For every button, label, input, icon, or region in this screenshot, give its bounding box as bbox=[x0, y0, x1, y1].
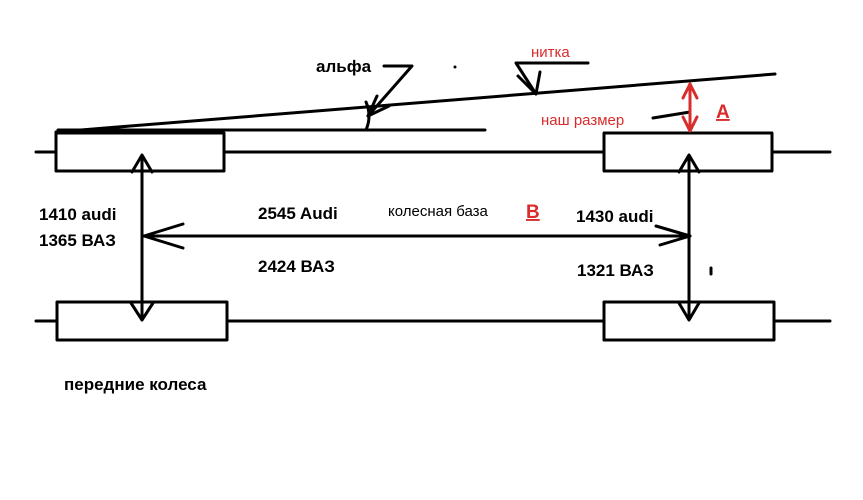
alpha-label: альфа bbox=[316, 57, 372, 76]
our-size-arrowhead-top bbox=[681, 82, 699, 100]
wheelbase-arrowhead-left bbox=[142, 222, 185, 250]
front-track-vaz: 1365 ВАЗ bbox=[39, 231, 116, 250]
stray-dot bbox=[453, 65, 457, 69]
thread-label: нитка bbox=[531, 44, 570, 61]
thread-leader bbox=[514, 61, 590, 96]
alpha-leader-arrowhead bbox=[366, 94, 391, 118]
wheelbase-audi: 2545 Audi bbox=[258, 204, 338, 223]
thread-leader-arrowhead bbox=[516, 70, 542, 96]
our-size-arrowhead-bottom bbox=[681, 115, 699, 133]
rear-track-arrowhead-top bbox=[677, 153, 701, 174]
our-size-label: наш размер bbox=[541, 112, 624, 129]
front-track-audi: 1410 audi bbox=[39, 205, 117, 224]
marker-b: B bbox=[526, 202, 540, 223]
rear-track-arrowhead-bottom bbox=[677, 301, 701, 322]
wheelbase-label: колесная база bbox=[388, 203, 489, 220]
front-track-arrowhead-top bbox=[130, 153, 154, 174]
marker-a: A bbox=[716, 102, 730, 123]
alpha-leader bbox=[366, 64, 414, 118]
thread-line bbox=[54, 72, 777, 134]
rear-track-audi: 1430 audi bbox=[576, 207, 654, 226]
our-size-leader bbox=[651, 110, 692, 120]
front-top-wheel bbox=[54, 131, 226, 173]
stray-dot bbox=[309, 128, 313, 132]
front-track-arrowhead-bottom bbox=[129, 301, 155, 322]
wheelbase-vaz: 2424 ВАЗ bbox=[258, 257, 335, 276]
front-wheels-label: передние колеса bbox=[64, 375, 207, 394]
rear-track-vaz: 1321 ВАЗ bbox=[577, 261, 654, 280]
